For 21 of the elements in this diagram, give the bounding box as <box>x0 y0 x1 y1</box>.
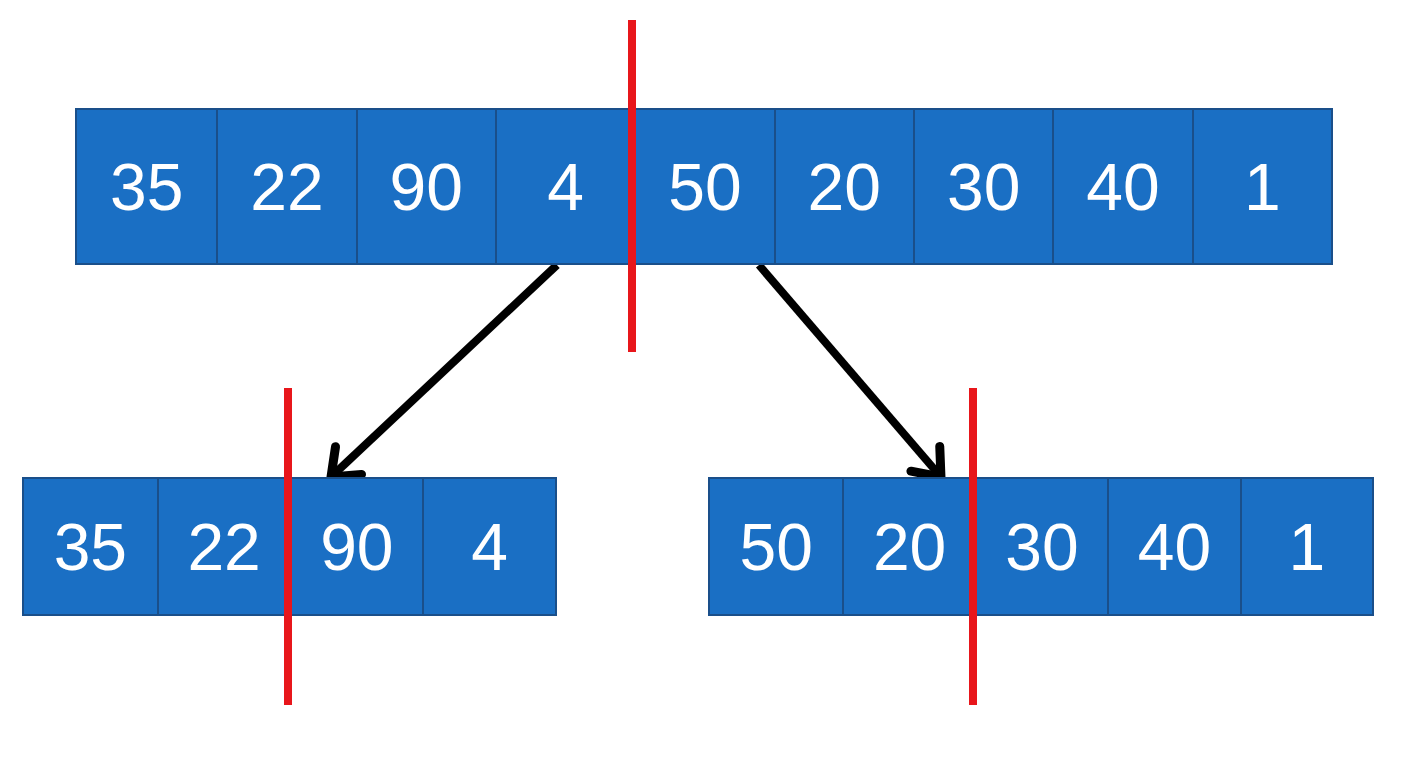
number-label: 4 <box>547 153 584 220</box>
number-label: 90 <box>389 153 464 220</box>
number-label: 22 <box>250 153 324 220</box>
number-label: 4 <box>471 513 508 580</box>
number-label: 40 <box>1137 513 1212 580</box>
number-label: 35 <box>53 513 128 580</box>
number-label: 22 <box>187 513 261 580</box>
number-label: 20 <box>872 513 947 580</box>
number-label: 20 <box>807 153 882 220</box>
number-label: 50 <box>739 513 813 580</box>
number-label: 30 <box>1005 513 1079 580</box>
array-strip <box>75 108 1333 265</box>
number-label: 1 <box>1288 513 1326 580</box>
array-strip <box>22 477 557 616</box>
number-label: 35 <box>109 153 184 220</box>
number-label: 40 <box>1086 153 1160 220</box>
number-label: 90 <box>320 513 394 580</box>
number-label: 1 <box>1243 153 1281 220</box>
number-label: 30 <box>946 153 1021 220</box>
array-strip <box>708 477 1374 616</box>
number-label: 50 <box>668 153 742 220</box>
